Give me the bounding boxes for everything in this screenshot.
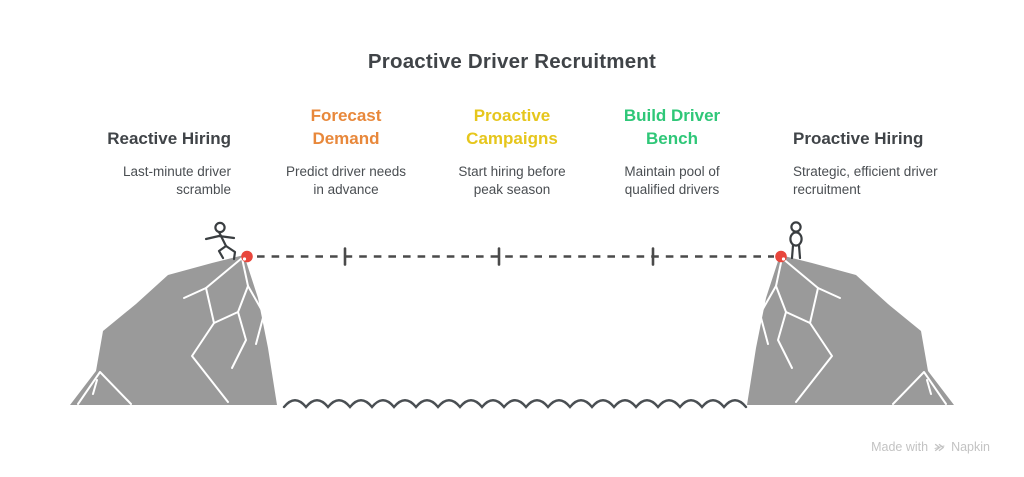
heading-line: Campaigns bbox=[466, 129, 558, 148]
column-forecast-demand: Forecast Demand Predict driver needs in … bbox=[276, 104, 416, 198]
page-title: Proactive Driver Recruitment bbox=[367, 50, 657, 73]
subtitle-line: scramble bbox=[176, 181, 231, 197]
napkin-watermark: Made with Napkin bbox=[871, 440, 990, 454]
subtitle-line: Maintain pool of bbox=[624, 164, 720, 179]
heading-line: Bench bbox=[646, 129, 698, 148]
left-cliff bbox=[70, 255, 277, 405]
subtitle-line: Predict driver needs bbox=[285, 164, 407, 179]
heading-line: Reactive Hiring bbox=[107, 129, 231, 148]
column-heading: Build Driver Bench bbox=[602, 104, 742, 150]
column-heading: Proactive Hiring bbox=[793, 104, 968, 150]
heading-line: Build Driver bbox=[623, 106, 721, 125]
heading-line: Proactive bbox=[473, 106, 551, 125]
cliff-rock bbox=[70, 255, 277, 405]
column-build-driver-bench: Build Driver Bench Maintain pool of qual… bbox=[602, 104, 742, 198]
column-subtitle: Strategic, efficient driver recruitment bbox=[793, 163, 968, 198]
column-heading: Reactive Hiring bbox=[56, 104, 231, 150]
column-subtitle: Maintain pool of qualified drivers bbox=[602, 163, 742, 198]
rope-anchor-right bbox=[775, 250, 787, 263]
water-wave-line bbox=[282, 399, 748, 409]
heading-line: Demand bbox=[312, 129, 380, 148]
subtitle-line: Strategic, efficient driver bbox=[793, 164, 938, 179]
tightrope-tick-marks bbox=[343, 247, 655, 266]
column-subtitle: Predict driver needs in advance bbox=[276, 163, 416, 198]
column-heading: Proactive Campaigns bbox=[442, 104, 582, 150]
subtitle-line: Last-minute driver bbox=[122, 164, 231, 179]
rope-anchor-left bbox=[241, 250, 253, 263]
watermark-brand: Napkin bbox=[951, 440, 990, 454]
column-subtitle: Start hiring before peak season bbox=[442, 163, 582, 198]
subtitle-line: peak season bbox=[473, 181, 551, 197]
column-heading: Forecast Demand bbox=[276, 104, 416, 150]
column-subtitle: Last-minute driver scramble bbox=[56, 163, 231, 198]
cliff-tightrope-illustration bbox=[70, 221, 955, 409]
column-reactive-hiring: Reactive Hiring Last-minute driver scram… bbox=[56, 104, 231, 198]
napkin-logo-icon bbox=[934, 443, 945, 451]
subtitle-line: recruitment bbox=[793, 181, 861, 197]
cliff-crack-lines bbox=[77, 257, 265, 405]
right-cliff bbox=[746, 254, 955, 406]
subtitle-line: in advance bbox=[313, 181, 379, 197]
standing-stick-figure bbox=[789, 221, 803, 260]
heading-line: Proactive Hiring bbox=[793, 129, 924, 148]
column-proactive-hiring: Proactive Hiring Strategic, efficient dr… bbox=[793, 104, 968, 198]
column-proactive-campaigns: Proactive Campaigns Start hiring before … bbox=[442, 104, 582, 198]
watermark-text: Made with bbox=[871, 440, 929, 454]
heading-line: Forecast bbox=[310, 106, 382, 125]
walking-stick-figure bbox=[204, 221, 237, 261]
subtitle-line: qualified drivers bbox=[624, 181, 720, 197]
subtitle-line: Start hiring before bbox=[458, 164, 566, 179]
